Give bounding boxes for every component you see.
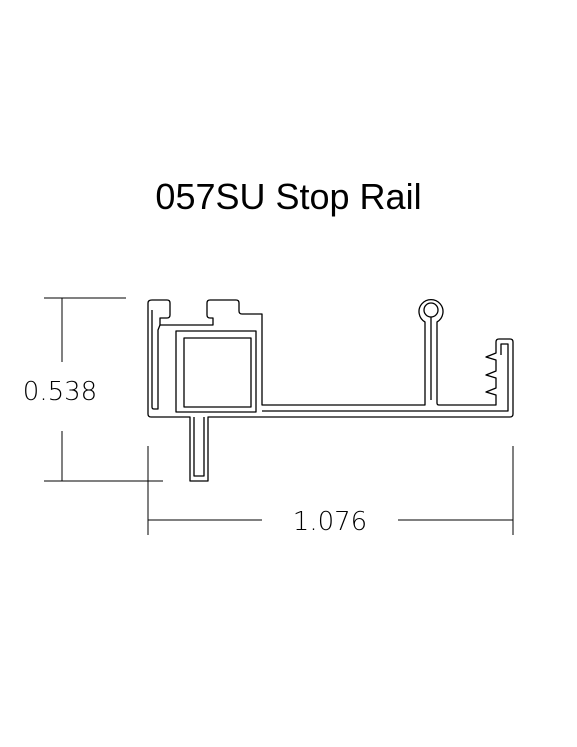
drawing-title: 057SU Stop Rail bbox=[155, 176, 422, 217]
rail-bulb-inner bbox=[423, 302, 439, 318]
width-dimension: 1.076 bbox=[147, 446, 514, 537]
rail-base-inner bbox=[262, 343, 509, 412]
rail-hollow-chamber bbox=[183, 337, 252, 408]
rail-stem-inner bbox=[193, 417, 205, 477]
rail-chamber-frame bbox=[175, 330, 257, 413]
rail-outer-outline bbox=[147, 298, 514, 482]
height-dimension-label: 0.538 bbox=[23, 377, 97, 407]
height-dimension: 0.538 bbox=[23, 297, 163, 482]
width-dimension-label: 1.076 bbox=[293, 507, 367, 537]
rail-left-inner-wall bbox=[151, 310, 161, 410]
